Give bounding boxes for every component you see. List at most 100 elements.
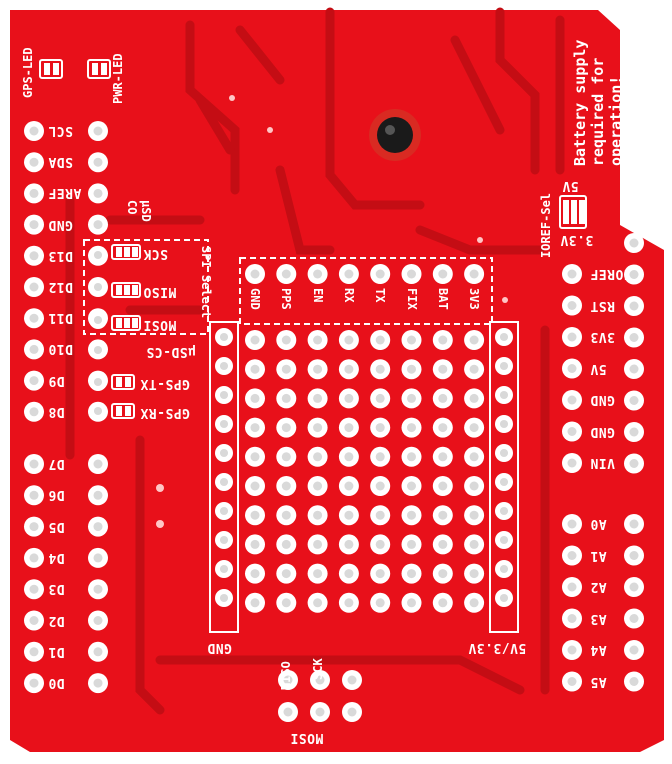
proto-hole (338, 417, 359, 438)
proto-hole (245, 505, 265, 526)
proto-hole (338, 388, 359, 409)
proto-rail-gnd (215, 328, 233, 346)
proto-rail-vcc (495, 502, 513, 520)
spi-pad-0 (89, 246, 107, 264)
proto-hole (401, 476, 422, 496)
left-pin-label-0: SCL (48, 123, 73, 138)
icsp-sck-label: SCK (311, 658, 325, 680)
gps-led-label: GPS-LED (21, 47, 35, 98)
gps-header-outline (239, 257, 493, 325)
proto-hole (432, 592, 453, 613)
header-pin-gnd (24, 214, 44, 235)
analog-pin-outer (624, 577, 644, 597)
power-pin-gnd (562, 421, 582, 442)
proto-rail-vcc (495, 444, 513, 462)
pwr-led-label: PWR-LED (111, 53, 125, 104)
header-pin-d6 (24, 485, 44, 506)
header-pin-d8 (24, 401, 44, 422)
spi-pad-3 (89, 341, 107, 359)
header-pin-d13 (24, 245, 44, 266)
gps-pin-label-1: PPS (279, 288, 294, 310)
proto-hole (245, 388, 265, 409)
icsp-pad-0 (278, 670, 298, 690)
left-pin-label-3: GND (48, 216, 73, 232)
right-pin-label-5: GND (590, 423, 615, 439)
header-pin-inner (88, 121, 108, 141)
analog-pin-outer (624, 640, 644, 660)
right-pin-label-3: 5V (590, 360, 607, 376)
proto-hole (464, 417, 485, 438)
header-pin-d12 (24, 277, 44, 297)
proto-hole (245, 417, 265, 438)
proto-hole (245, 563, 265, 584)
battery-note-line-2: operation! (607, 75, 625, 166)
header-pin-inner (88, 610, 108, 631)
analog-pin-a0 (562, 514, 582, 534)
usd-cs-label: µSD-CS (146, 344, 196, 359)
analog-pin-label-4: A4 (590, 642, 607, 657)
header-pin-d3 (24, 579, 44, 600)
proto-hole (307, 505, 328, 526)
proto-hole (245, 330, 265, 350)
analog-pin-a2 (562, 577, 582, 597)
proto-hole (370, 388, 391, 409)
power-pin-5v (562, 358, 582, 379)
spi-select-outline (83, 239, 209, 335)
header-pin-d1 (24, 641, 44, 662)
analog-pin-outer (624, 514, 644, 534)
header-pin-d10 (24, 339, 44, 360)
proto-hole (338, 446, 359, 467)
proto-hole (370, 330, 391, 350)
proto-hole (307, 592, 328, 613)
proto-hole (276, 563, 297, 584)
proto-hole (401, 534, 422, 555)
proto-hole (432, 505, 453, 526)
power-pin-outer (624, 359, 644, 379)
proto-hole (307, 534, 328, 555)
header-pin-inner (88, 516, 108, 537)
proto-hole (338, 563, 359, 584)
header-pin-inner (88, 485, 108, 506)
power-pin-gnd (562, 390, 582, 410)
proto-hole (432, 446, 453, 467)
proto-hole (245, 446, 265, 467)
left-pin-label-8: D9 (48, 372, 65, 388)
proto-hole (370, 505, 391, 526)
proto-hole (464, 388, 485, 409)
proto-hole (401, 330, 422, 350)
right-pin-label-1: RST (590, 297, 615, 313)
proto-hole (370, 417, 391, 438)
proto-rail-gnd (215, 589, 233, 607)
left-lower-pin-label-2: D5 (48, 518, 65, 534)
proto-hole (370, 534, 391, 555)
proto-hole (464, 446, 485, 467)
left-pin-label-2: AREF (48, 185, 82, 201)
left-pin-label-6: D11 (48, 310, 73, 326)
header-pin-inner (88, 547, 108, 568)
gps-pin-label-5: FIX (404, 288, 419, 310)
header-pin-d0 (24, 673, 44, 694)
proto-hole (245, 534, 265, 555)
power-pin-outer (624, 327, 644, 348)
proto-hole (307, 563, 328, 584)
proto-hole (401, 359, 422, 380)
right-pin-label-0: IOREF (590, 266, 632, 281)
usd-label: µSD (139, 200, 153, 222)
header-pin-sda (24, 152, 44, 173)
proto-hole (307, 476, 328, 496)
header-pin-d11 (24, 308, 44, 329)
left-lower-pin-label-0: D7 (48, 456, 65, 471)
power-pin-ioref (562, 264, 582, 284)
gps-pin-label-4: TX (373, 288, 388, 303)
proto-hole (276, 476, 297, 496)
left-pin-label-5: D12 (48, 279, 73, 294)
spi-mosi-label: MOSI (143, 317, 177, 332)
proto-hole (338, 330, 359, 350)
proto-hole (401, 446, 422, 467)
proto-rail-gnd (215, 357, 233, 375)
proto-hole (432, 330, 453, 350)
proto-hole (432, 534, 453, 555)
header-pin-d2 (24, 610, 44, 631)
proto-hole (370, 446, 391, 467)
